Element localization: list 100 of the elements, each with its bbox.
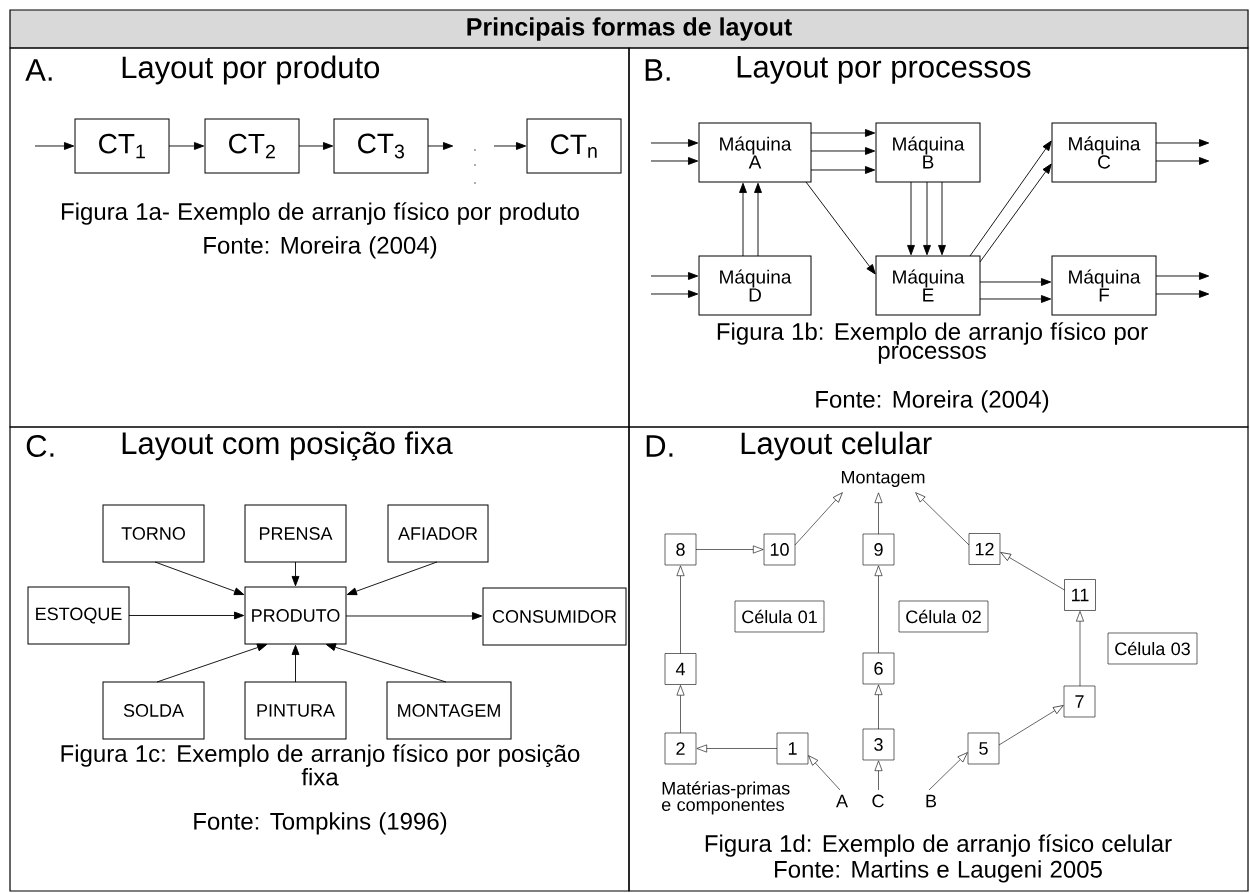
arrow: [650, 290, 699, 298]
arrow: [291, 644, 300, 683]
machine-box: Máquina B: [875, 122, 981, 183]
panel-letter: A.: [25, 59, 52, 81]
source-caption: Fonte: Moreira (2004): [204, 236, 437, 259]
arrow: [923, 181, 931, 256]
process-box: ESTOQUE: [27, 586, 130, 645]
arrow: [979, 163, 1052, 263]
cell-label-box: Célula 02: [898, 600, 989, 633]
arrow: [34, 142, 75, 150]
station-box: 12: [968, 533, 1001, 565]
arrow: [650, 139, 699, 147]
arrow: [739, 182, 747, 257]
arrow: [754, 182, 762, 257]
workstation-box: CT$_{n}$: [526, 118, 622, 174]
process-box: CONSUMIDOR: [482, 587, 627, 646]
machine-box: Máquina D: [698, 255, 812, 316]
figure-caption: Figura 1a- Exemplo de arranjo físico por produto: [62, 202, 579, 225]
title-bar: Principais formas de layout: [9, 9, 1249, 49]
arrow: [346, 561, 438, 596]
cell-label-box: Célula 01: [734, 600, 825, 633]
arrow: [1155, 139, 1210, 147]
panel-letter: C.: [26, 435, 54, 457]
machine-box: Máquina C: [1051, 122, 1157, 183]
process-box: SOLDA: [102, 681, 205, 740]
process-box: TORNO: [102, 504, 205, 563]
arrow: [907, 181, 915, 256]
arrow: [969, 140, 1052, 257]
arrow: [1155, 157, 1210, 165]
arrow: [325, 643, 447, 683]
station-box: 8: [664, 533, 697, 566]
arrow: [427, 142, 454, 150]
arrow: [810, 166, 876, 174]
panel-heading: Layout com posição fixa: [122, 431, 453, 461]
arrow: [156, 643, 268, 683]
machine-box: Máquina A: [698, 122, 812, 183]
figure-caption: Figura 1c: Exemplo de arranjo físico por posição fixa: [61, 744, 580, 786]
workstation-box: CT$_{1}$: [74, 118, 170, 174]
process-box: PINTURA: [244, 681, 347, 740]
source-caption: Fonte: Tompkins (1996): [194, 812, 447, 835]
process-box: PRENSA: [244, 504, 347, 563]
arrow: [291, 561, 300, 587]
machine-box: Máquina F: [1051, 255, 1157, 316]
input-label: C: [872, 794, 884, 808]
station-box: 5: [967, 732, 1000, 765]
arrow: [805, 181, 876, 275]
process-box: PRODUTO: [244, 586, 347, 645]
panel-letter: B.: [645, 59, 670, 81]
panel-letter: D.: [646, 435, 673, 457]
panel-heading: Layout celular: [741, 431, 932, 461]
arrow: [874, 760, 883, 791]
arrow: [938, 181, 946, 256]
source-caption: Fonte: Martins e Laugeni 2005: [775, 860, 1102, 883]
arrow: [915, 492, 970, 546]
arrow: [998, 705, 1064, 746]
arrow: [1076, 611, 1084, 687]
input-label: B: [926, 794, 937, 808]
panel-heading: Layout por produto: [122, 55, 380, 85]
station-box: 3: [862, 728, 895, 761]
arrow: [794, 492, 843, 546]
arrow: [1155, 272, 1210, 280]
station-box: 1: [776, 732, 809, 765]
arrow: [128, 611, 245, 620]
arrow: [928, 752, 968, 791]
station-box: 7: [1063, 685, 1096, 718]
arrow: [650, 157, 699, 165]
input-note: Matérias-primas e componentes: [662, 781, 790, 815]
station-box: 6: [862, 652, 895, 685]
process-box: MONTAGEM: [386, 681, 512, 740]
figure-caption: Figura 1b: Exemplo de arranjo físico por processos: [717, 322, 1148, 364]
arrow: [695, 545, 764, 554]
arrow: [810, 129, 876, 137]
arrow: [676, 565, 685, 654]
arrow: [1155, 290, 1210, 298]
source-caption: Fonte: Moreira (2004): [816, 390, 1049, 413]
panel-heading: Layout por processos: [737, 56, 1031, 84]
figure-caption: Figura 1d: Exemplo de arranjo físico celular: [705, 834, 1172, 857]
arrow: [979, 278, 1052, 286]
arrow: [650, 272, 699, 280]
arrow: [979, 295, 1052, 303]
arrow: [154, 561, 245, 596]
cell-label-box: Célula 03: [1107, 632, 1198, 665]
station-box: 11: [1064, 579, 1096, 611]
station-box: 4: [664, 653, 697, 685]
arrow: [810, 147, 876, 155]
input-label: A: [836, 794, 848, 808]
arrow: [676, 685, 685, 734]
workstation-box: CT$_{3}$: [333, 118, 429, 174]
process-box: AFIADOR: [387, 504, 489, 563]
arrow: [168, 142, 205, 150]
workstation-box: CT$_{2}$: [204, 118, 300, 174]
station-box: 9: [862, 533, 895, 566]
arrow: [345, 612, 483, 620]
station-box: 10: [763, 533, 796, 566]
arrow: [298, 142, 334, 150]
arrow: [493, 142, 527, 150]
station-box: 2: [664, 732, 697, 765]
machine-box: Máquina E: [875, 255, 981, 316]
arrow: [874, 565, 883, 654]
destination-label: Montagem: [841, 470, 925, 488]
